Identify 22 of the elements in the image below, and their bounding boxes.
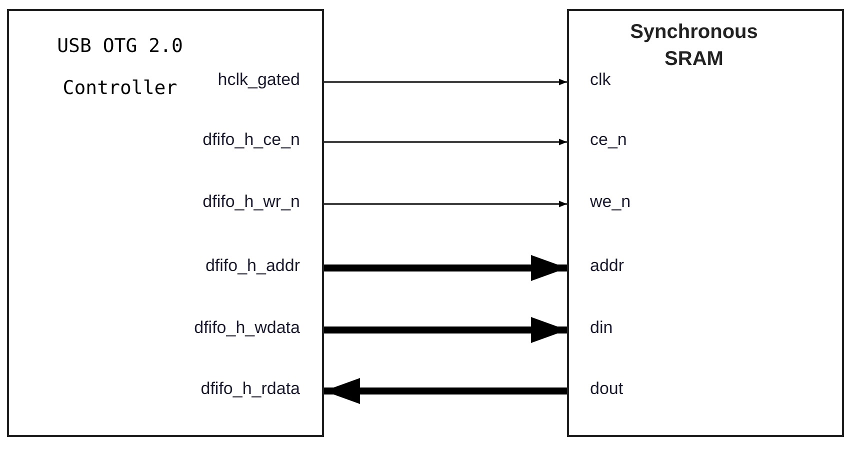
signal-label: we_n [590, 192, 631, 212]
signal-label: ce_n [590, 130, 627, 150]
signal-label: dout [590, 379, 624, 399]
signal-label: dfifo_h_addr [205, 256, 300, 276]
signal-arrow [324, 317, 567, 343]
signal-label: clk [590, 70, 611, 90]
signal-arrow [324, 78, 567, 86]
signal-label: addr [590, 256, 624, 276]
block-box [7, 9, 324, 437]
signal-arrow [324, 138, 567, 146]
signal-label: din [590, 318, 613, 338]
signal-arrow [324, 200, 567, 208]
block-title: Synchronous SRAM [629, 20, 759, 72]
signal-label: dfifo_h_wdata [194, 318, 300, 338]
signal-arrow [324, 378, 567, 404]
signal-label: dfifo_h_wr_n [202, 192, 300, 212]
signal-label: dfifo_h_rdata [200, 379, 300, 399]
block-box [567, 9, 844, 437]
signal-arrow [324, 255, 567, 281]
signal-label: hclk_gated [218, 70, 300, 90]
block-title: USB OTG 2.0 Controller [56, 34, 184, 101]
signal-label: dfifo_h_ce_n [202, 130, 300, 150]
